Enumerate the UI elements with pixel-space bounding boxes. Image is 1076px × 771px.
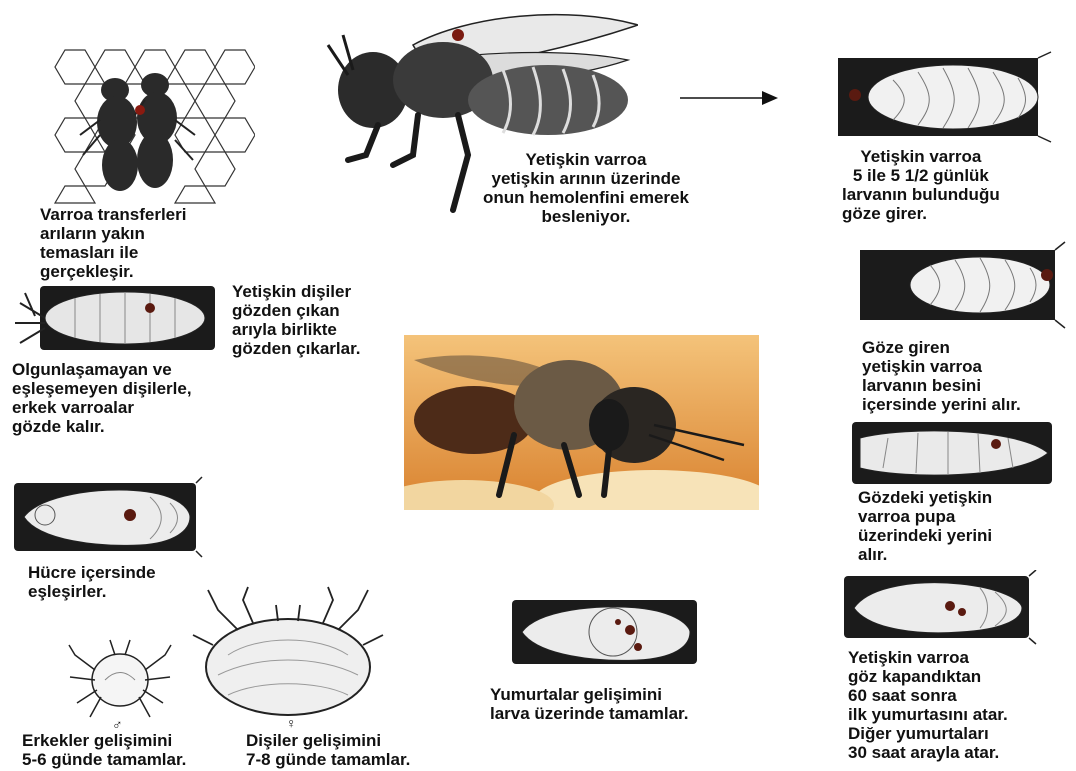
- caption-line: besleniyor.: [483, 207, 689, 226]
- caption-mating: Hücre içersinde eşleşirler.: [28, 563, 156, 601]
- caption-feeding: Yetişkin varroa yetişkin arının üzerinde…: [483, 150, 689, 226]
- caption-line: Yetişkin varroa: [842, 147, 1000, 166]
- caption-pupa: Gözdeki yetişkin varroa pupa üzerindeki …: [858, 488, 992, 564]
- caption-line: Yetişkin varroa: [483, 150, 689, 169]
- caption-line: Yetişkin dişiler: [232, 282, 361, 301]
- caption-eggs-develop: Yumurtalar gelişimini larva üzerinde tam…: [490, 685, 688, 723]
- caption-line: Yetişkin varroa: [848, 648, 1008, 667]
- caption-line: varroa pupa: [858, 507, 992, 526]
- caption-stay-cell: Olgunlaşamayan ve eşleşemeyen dişilerle,…: [12, 360, 192, 436]
- caption-larva-food: Göze giren yetişkin varroa larvanın besi…: [862, 338, 1021, 414]
- caption-line: gözden çıkan: [232, 301, 361, 320]
- female-mite-icon: [188, 585, 388, 720]
- caption-line: Dişiler gelişimini: [246, 731, 410, 750]
- female-mite-figure: [188, 585, 388, 720]
- cell-larva-icon: [833, 50, 1058, 145]
- caption-line: Olgunlaşamayan ve: [12, 360, 192, 379]
- caption-line: Hücre içersinde: [28, 563, 156, 582]
- cell-pupa-mite-figure: [848, 418, 1063, 488]
- bee-photo: [404, 335, 759, 510]
- caption-line: Göze giren: [862, 338, 1021, 357]
- caption-line: gözden çıkarlar.: [232, 339, 361, 358]
- caption-line: göze girer.: [842, 204, 1000, 223]
- caption-line: arıyla birlikte: [232, 320, 361, 339]
- caption-line: gerçekleşir.: [40, 262, 186, 281]
- cell-pupa-eggs-figure: [840, 570, 1040, 645]
- caption-line: 5 ile 5 1/2 günlük: [842, 166, 1000, 185]
- caption-line: 5-6 günde tamamlar.: [22, 750, 186, 769]
- cell-larva-figure: [833, 50, 1058, 145]
- honeycomb-bees-icon: [45, 40, 255, 205]
- cell-bee-emerging-figure: [5, 278, 225, 358]
- caption-exit-cell: Yetişkin dişiler gözden çıkan arıyla bir…: [232, 282, 361, 358]
- cell-eggs-develop-figure: [508, 592, 708, 672]
- caption-line: Varroa transferleri: [40, 205, 186, 224]
- caption-line: içersinde yerini alır.: [862, 395, 1021, 414]
- caption-line: larvanın besini: [862, 376, 1021, 395]
- bee-photo-icon: [404, 335, 759, 510]
- caption-line: göz kapandıktan: [848, 667, 1008, 686]
- caption-line: alır.: [858, 545, 992, 564]
- cell-pupa-mating-icon: [10, 475, 205, 560]
- male-symbol: ♂: [112, 716, 123, 732]
- caption-enter-cell: Yetişkin varroa 5 ile 5 1/2 günlük larva…: [842, 147, 1000, 223]
- male-mite-icon: [65, 635, 175, 720]
- caption-line: yetişkin arının üzerinde: [483, 169, 689, 188]
- caption-line: 30 saat arayla atar.: [848, 743, 1008, 762]
- caption-line: ilk yumurtasını atar.: [848, 705, 1008, 724]
- honeycomb-bees-figure: [45, 40, 255, 205]
- caption-line: eşleşemeyen dişilerle,: [12, 379, 192, 398]
- caption-males: Erkekler gelişimini 5-6 günde tamamlar.: [22, 731, 186, 769]
- arrow-right-icon: [680, 88, 780, 108]
- caption-line: temasları ile: [40, 243, 186, 262]
- caption-line: Yumurtalar gelişimini: [490, 685, 688, 704]
- male-mite-figure: [65, 635, 175, 720]
- caption-line: eşleşirler.: [28, 582, 156, 601]
- caption-line: Gözdeki yetişkin: [858, 488, 992, 507]
- cell-pupa-mating-figure: [10, 475, 205, 560]
- caption-line: larvanın bulunduğu: [842, 185, 1000, 204]
- cell-larva-mite-figure: [855, 240, 1070, 330]
- caption-line: üzerindeki yerini: [858, 526, 992, 545]
- caption-line: onun hemolenfini emerek: [483, 188, 689, 207]
- cell-bee-emerging-icon: [5, 278, 225, 358]
- caption-line: 60 saat sonra: [848, 686, 1008, 705]
- cell-pupa-mite-icon: [848, 418, 1063, 488]
- caption-line: Diğer yumurtaları: [848, 724, 1008, 743]
- caption-line: erkek varroalar: [12, 398, 192, 417]
- cell-larva-mite-icon: [855, 240, 1070, 330]
- cell-pupa-eggs-icon: [840, 570, 1040, 645]
- caption-line: Erkekler gelişimini: [22, 731, 186, 750]
- caption-line: larva üzerinde tamamlar.: [490, 704, 688, 723]
- caption-line: arıların yakın: [40, 224, 186, 243]
- female-symbol: ♀: [286, 715, 297, 731]
- caption-line: 7-8 günde tamamlar.: [246, 750, 410, 769]
- caption-transfer: Varroa transferleri arıların yakın temas…: [40, 205, 186, 281]
- caption-eggs: Yetişkin varroa göz kapandıktan 60 saat …: [848, 648, 1008, 762]
- caption-line: yetişkin varroa: [862, 357, 1021, 376]
- cell-pupa-eggs-develop-icon: [508, 592, 708, 672]
- caption-females: Dişiler gelişimini 7-8 günde tamamlar.: [246, 731, 410, 769]
- caption-line: gözde kalır.: [12, 417, 192, 436]
